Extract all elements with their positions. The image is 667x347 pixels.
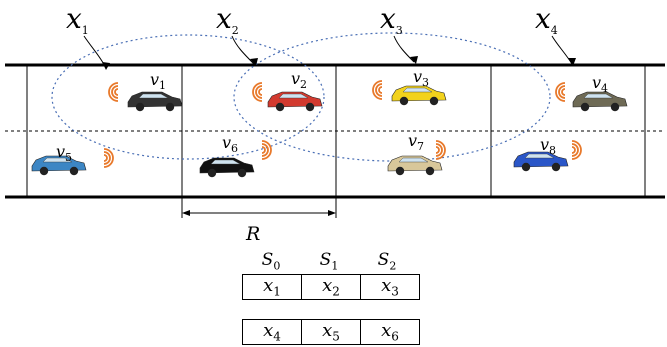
wheel — [39, 166, 49, 176]
car-window — [583, 93, 614, 99]
wheel — [610, 102, 620, 112]
table-cell: x4 — [242, 319, 302, 345]
wheel — [580, 102, 590, 112]
table-cell: x1 — [242, 274, 302, 300]
vehicle-5 — [31, 155, 87, 176]
table-header-s2: S2 — [377, 250, 397, 273]
signal-icon — [571, 140, 582, 160]
wheel — [425, 166, 435, 176]
table-header-s1: S1 — [319, 250, 339, 273]
zone-label-2: x2 — [216, 2, 239, 37]
vehicle-label-2: v2 — [291, 69, 307, 91]
signal-icon — [372, 80, 383, 100]
arrowhead — [182, 210, 190, 216]
wheel — [207, 168, 217, 178]
vehicle-3 — [391, 85, 447, 106]
car-window — [524, 153, 555, 159]
zone-arrow-2 — [231, 35, 255, 65]
car-window — [278, 93, 309, 99]
car-window — [42, 157, 73, 163]
vehicles-layer: v1 v2 v3 v4 v5 v6 v7 v8 — [31, 67, 628, 178]
arrowhead — [102, 62, 110, 70]
arrowhead — [410, 56, 418, 64]
wheel — [399, 96, 409, 106]
car-window — [402, 87, 433, 93]
schedule-table-row1: x1 x2 x3 — [242, 274, 420, 300]
wheel — [237, 168, 247, 178]
zone-label-4: x4 — [535, 2, 558, 37]
zone-arrow-4 — [551, 35, 573, 65]
vehicle-label-3: v3 — [413, 67, 429, 89]
vehicle-label-4: v4 — [592, 73, 608, 95]
table-cell: x5 — [301, 319, 361, 345]
vehicle-6 — [199, 157, 255, 178]
wheel — [69, 166, 79, 176]
vehicle-1 — [127, 91, 183, 112]
arrowhead — [250, 58, 258, 66]
table-cell: x3 — [360, 274, 420, 300]
vehicle-label-7: v7 — [408, 131, 424, 153]
wheel — [551, 162, 561, 172]
car-window — [398, 157, 429, 163]
signal-icon — [252, 82, 263, 102]
wheel — [395, 166, 405, 176]
range-ellipse-right — [233, 32, 551, 162]
signal-icon — [108, 82, 119, 102]
range-ellipse-left — [51, 34, 325, 160]
wheel — [521, 162, 531, 172]
table-header-s0: S0 — [261, 250, 281, 273]
zone-label-1: x1 — [66, 2, 89, 37]
table-cell: x6 — [360, 319, 420, 345]
vehicle-label-6: v6 — [222, 133, 238, 155]
vehicle-2 — [267, 91, 323, 112]
arrowhead — [328, 210, 336, 216]
wheel — [165, 102, 175, 112]
vehicle-4 — [572, 91, 628, 112]
wheel — [429, 96, 439, 106]
signal-icon — [103, 148, 114, 168]
range-label: R — [245, 223, 260, 245]
signal-icon — [555, 82, 566, 102]
wheel — [275, 102, 285, 112]
zone-label-3: x3 — [380, 2, 403, 37]
schedule-table-row2: x4 x5 x6 — [242, 319, 420, 345]
zone-arrow-3 — [393, 35, 415, 63]
wheel — [135, 102, 145, 112]
car-window — [138, 93, 169, 99]
vehicle-label-5: v5 — [56, 142, 72, 164]
car-window — [210, 159, 241, 165]
vehicle-7 — [387, 155, 443, 176]
signal-icon — [435, 140, 446, 160]
wheel — [305, 102, 315, 112]
table-cell: x2 — [301, 274, 361, 300]
vehicle-label-1: v1 — [150, 70, 166, 92]
vehicle-label-8: v8 — [540, 135, 556, 157]
signal-icon — [261, 140, 272, 160]
arrowhead — [568, 58, 576, 66]
vehicle-8 — [513, 151, 569, 172]
